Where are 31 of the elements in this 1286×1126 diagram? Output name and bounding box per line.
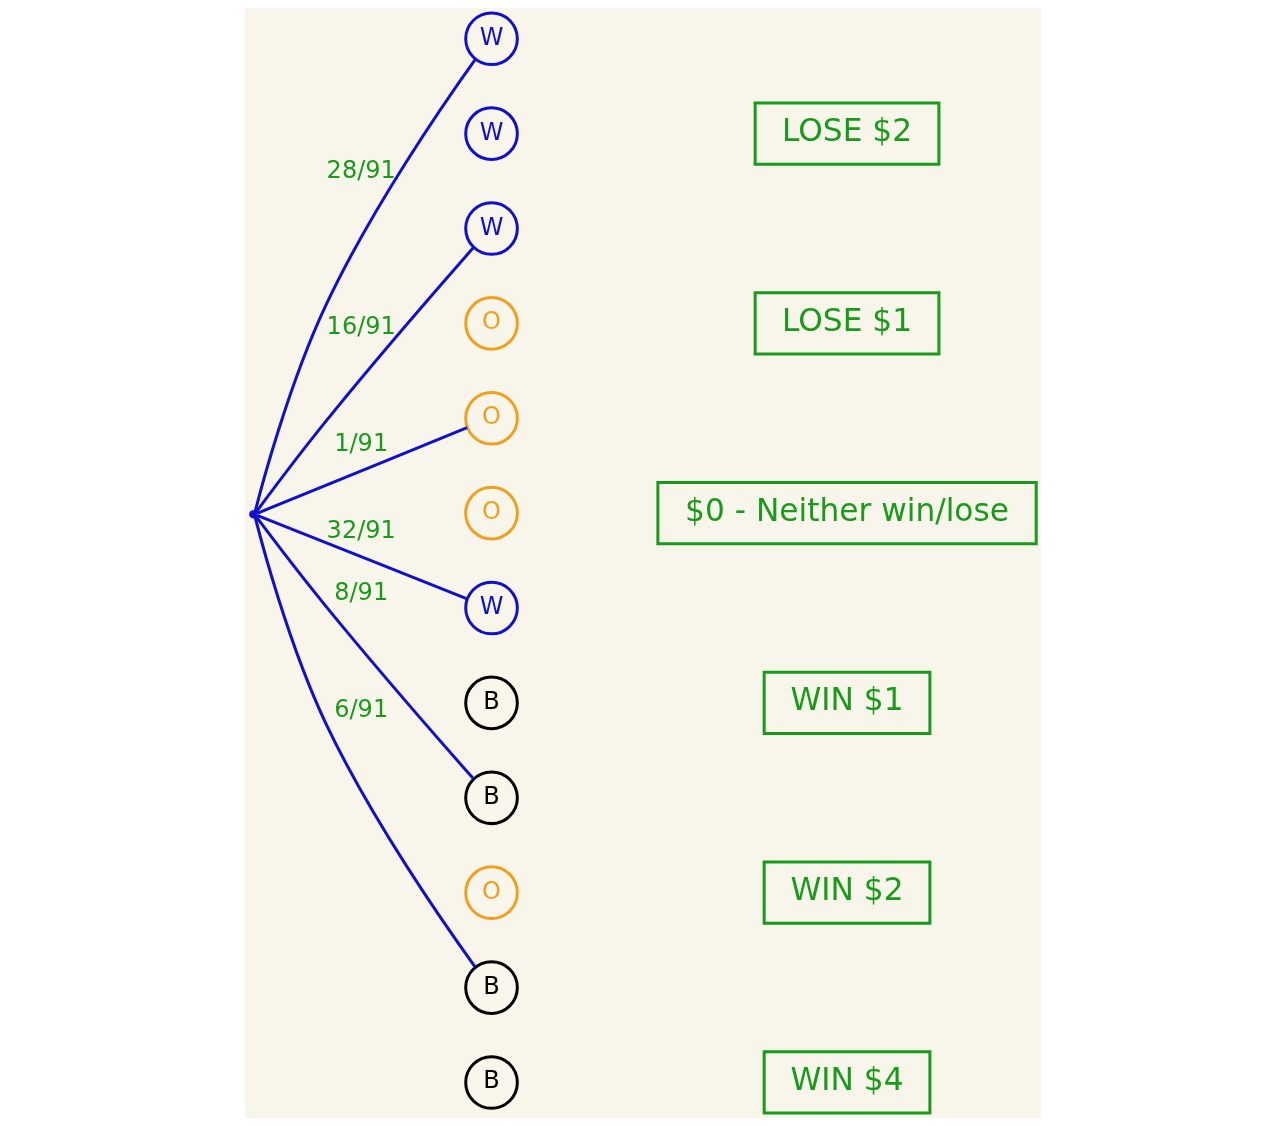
edge-label: 32/91 — [326, 516, 396, 545]
connector — [256, 514, 468, 601]
connector — [255, 515, 475, 781]
node-circle: B — [464, 675, 519, 731]
node-circle: O — [464, 296, 519, 351]
node-circle: B — [464, 770, 519, 826]
node-point — [249, 510, 258, 519]
node-box: LOSE $2 — [753, 101, 941, 166]
node-circle: W — [464, 11, 519, 67]
node-box: $0 - Neither win/lose — [656, 481, 1038, 546]
node-circle: O — [464, 390, 519, 446]
edge-label: 6/91 — [334, 695, 389, 724]
edge-label: 28/91 — [326, 156, 396, 185]
connector — [255, 246, 475, 513]
node-box: WIN $2 — [762, 860, 932, 925]
node-box: LOSE $1 — [753, 291, 941, 356]
node-circle: B — [464, 960, 519, 1015]
node-circle: W — [464, 580, 519, 636]
node-circle: B — [464, 1055, 519, 1110]
node-box: WIN $4 — [762, 1050, 932, 1115]
node-circle: W — [464, 201, 519, 256]
edge-label: 1/91 — [334, 428, 389, 457]
node-circle: O — [464, 485, 519, 541]
connector — [253, 517, 477, 968]
node-circle: O — [464, 865, 519, 920]
edge-label: 16/91 — [326, 312, 396, 341]
connector — [253, 58, 477, 512]
node-box: WIN $1 — [762, 670, 932, 736]
node-circle: W — [464, 106, 519, 161]
connector — [256, 426, 468, 515]
edge-label: 8/91 — [334, 577, 389, 606]
